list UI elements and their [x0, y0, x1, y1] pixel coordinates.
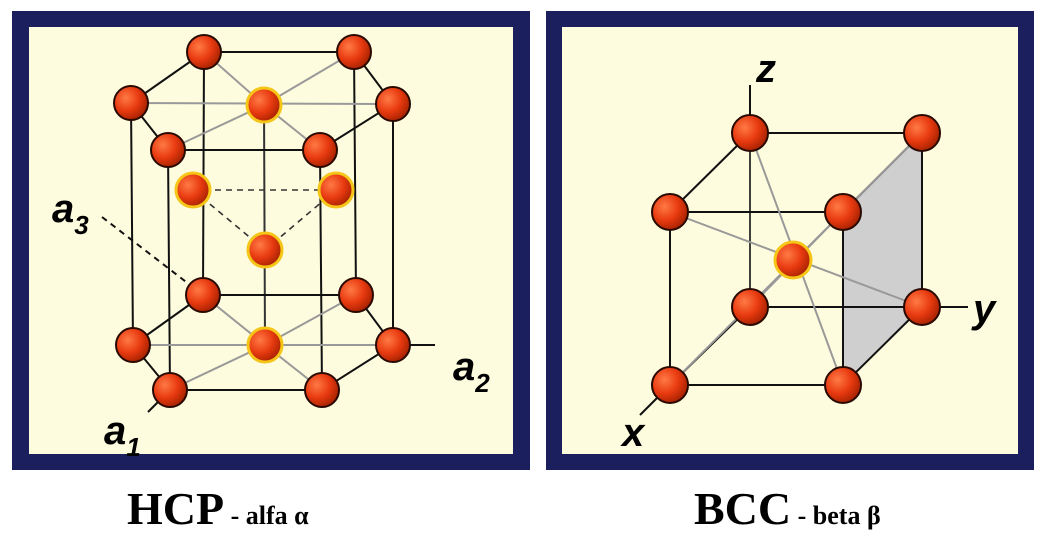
hcp-caption-main: HCP	[127, 483, 225, 534]
bcc-axis-x-label: x	[620, 411, 646, 455]
bcc-shaded-face	[843, 133, 922, 385]
bcc-unit-cell: z y x	[620, 47, 997, 455]
hcp-axis-a3-label: a3	[52, 187, 89, 240]
hcp-axis-a1-label: a1	[104, 409, 141, 462]
bcc-caption: BCC - beta β	[694, 482, 881, 535]
hcp-atom	[152, 372, 188, 408]
hcp-atom	[186, 34, 222, 70]
hcp-atom	[185, 277, 221, 313]
hcp-vertical-edges	[130, 51, 394, 391]
hcp-atom	[336, 34, 372, 70]
hcp-atom-interior	[246, 231, 284, 269]
hcp-axis-a2-label: a2	[453, 345, 490, 398]
hcp-atom	[375, 327, 411, 363]
hcp-atom	[115, 327, 151, 363]
hcp-atom	[338, 277, 374, 313]
bcc-atom	[824, 366, 862, 404]
hcp-atom	[375, 86, 411, 122]
hcp-atom-interior	[317, 171, 355, 209]
bcc-axis-y-label: y	[971, 287, 997, 331]
hcp-caption: HCP - alfa α	[127, 482, 309, 535]
hcp-atom	[302, 132, 338, 168]
bcc-caption-main: BCC	[694, 483, 792, 534]
bcc-caption-suffix: - beta β	[791, 501, 881, 530]
hcp-unit-cell: a3 a2 a1	[52, 34, 490, 462]
bcc-atom	[731, 288, 769, 326]
hcp-atom-center	[245, 86, 283, 124]
bcc-axis-z-label: z	[755, 47, 776, 91]
bcc-atom	[651, 193, 689, 231]
hcp-atom-interior	[174, 171, 212, 209]
hcp-atom-center	[246, 326, 284, 364]
hcp-atom	[113, 85, 149, 121]
hcp-atom	[304, 372, 340, 408]
bcc-atom	[731, 114, 769, 152]
bcc-atom	[651, 366, 689, 404]
bcc-atom	[903, 114, 941, 152]
bcc-atoms	[651, 114, 941, 404]
hcp-atom	[150, 132, 186, 168]
bcc-atom	[824, 193, 862, 231]
bcc-atom-center	[773, 240, 813, 280]
hcp-atoms	[113, 34, 411, 408]
bcc-atom	[903, 288, 941, 326]
bcc-panel	[546, 11, 1034, 470]
hcp-caption-suffix: - alfa α	[224, 501, 309, 530]
